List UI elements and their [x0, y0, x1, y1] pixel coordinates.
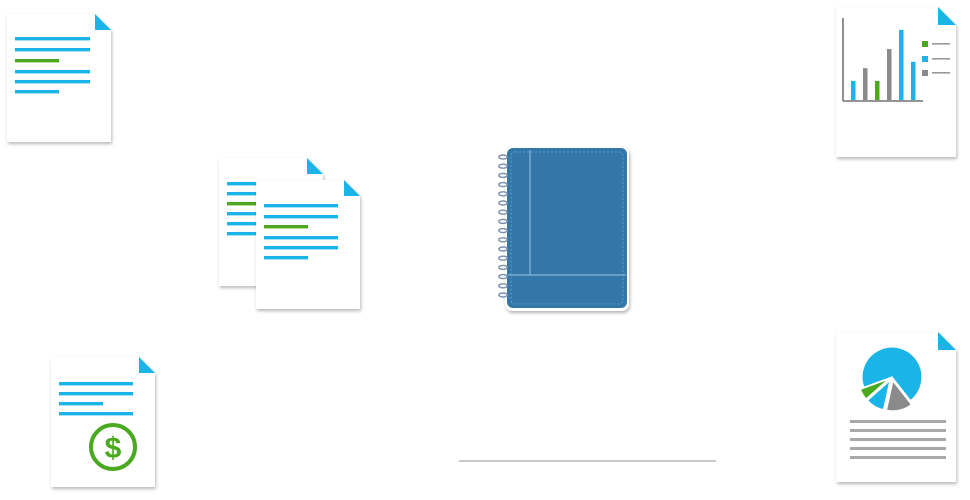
notebook-ring: [498, 283, 508, 289]
notebook-ring: [498, 292, 508, 298]
notebook-ring: [498, 209, 508, 215]
pie-slice: [859, 378, 889, 400]
bar-chart-document[interactable]: [834, 5, 964, 161]
bar: [911, 61, 916, 100]
notebook-ring: [498, 163, 508, 169]
notebook-ring: [498, 218, 508, 225]
invoice-document[interactable]: $: [49, 355, 161, 491]
stacked-documents[interactable]: [217, 156, 365, 316]
text-document-top-left[interactable]: [5, 12, 115, 144]
bar: [863, 68, 868, 100]
pie-chart-document[interactable]: [834, 330, 964, 490]
bar: [851, 80, 856, 100]
notebook-ring: [498, 264, 508, 271]
notebook-ring: [498, 172, 508, 179]
notebook-ring: [498, 273, 508, 280]
notebook-rings: [498, 154, 508, 298]
dollar-sign-icon: $: [89, 423, 137, 471]
bar: [899, 30, 904, 100]
text-document-icon: [7, 14, 111, 142]
bar-chart-legend: [922, 41, 950, 76]
bar-chart-bars: [851, 30, 916, 100]
pie-slice: [885, 379, 913, 412]
notebook-ring: [498, 255, 508, 261]
notebook-icon: [498, 147, 629, 311]
invoice-document-icon: [51, 357, 155, 487]
divider-line: [459, 460, 716, 462]
dollar-symbol: $: [105, 432, 122, 465]
bar: [887, 49, 892, 100]
notebook[interactable]: [496, 145, 636, 315]
pie-chart: [859, 346, 923, 412]
pie-chart-document-icon: [836, 332, 956, 482]
pie-document-lines: [850, 420, 946, 459]
bar: [875, 80, 880, 100]
notebook-ring: [498, 181, 508, 188]
notebook-ring: [498, 237, 508, 243]
notebook-ring: [498, 246, 508, 252]
bar-chart-document-icon: [836, 7, 956, 157]
notebook-ring: [498, 154, 508, 160]
stacked-documents-icon: [219, 158, 360, 309]
notebook-ring: [498, 227, 508, 234]
notebook-ring: [498, 200, 508, 206]
pie-slice: [866, 378, 891, 411]
pie-slice: [861, 346, 923, 402]
notebook-ring: [498, 191, 508, 197]
